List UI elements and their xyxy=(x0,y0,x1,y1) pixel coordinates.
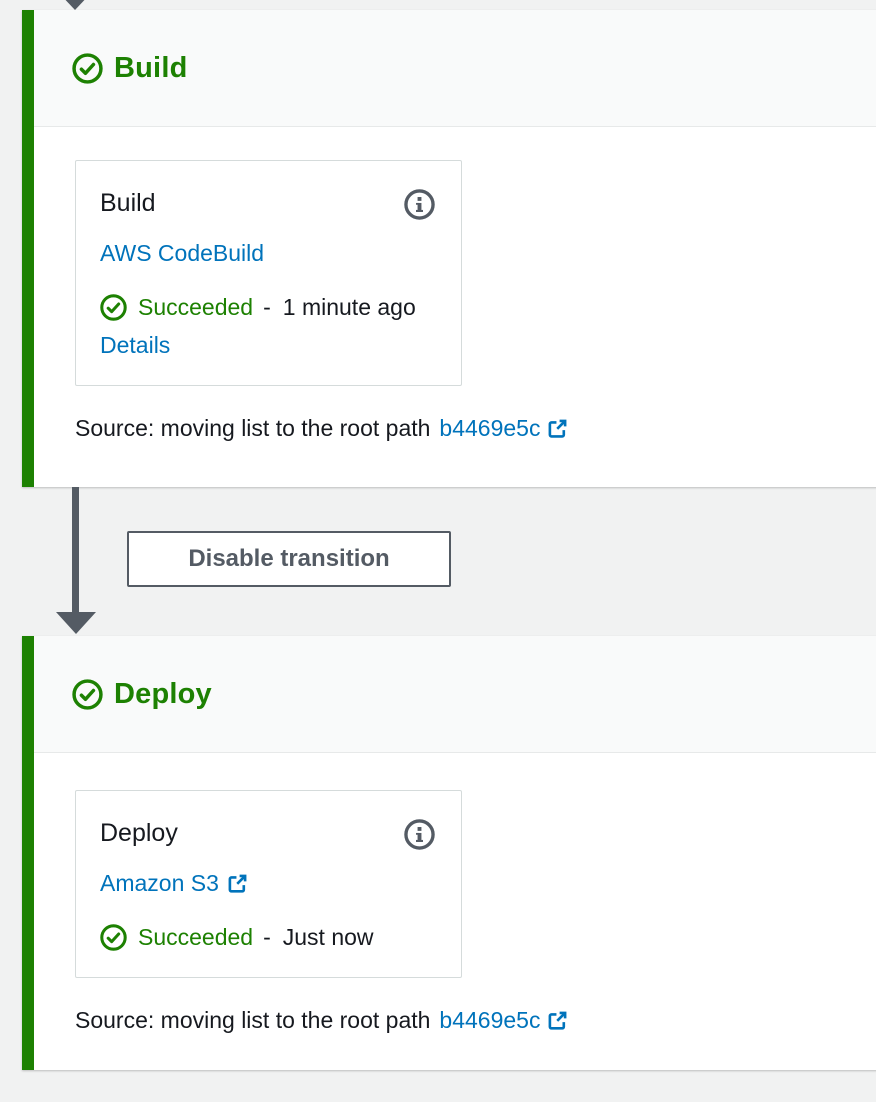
stage-body-build: Build AWS CodeBuild Succeeded - 1 minute… xyxy=(34,127,876,442)
info-icon[interactable] xyxy=(404,819,435,850)
source-revision-line: Source: moving list to the root path b44… xyxy=(75,415,876,442)
status-label: Succeeded xyxy=(138,294,254,320)
status-label: Succeeded xyxy=(138,924,254,950)
source-revision-line: Source: moving list to the root path b44… xyxy=(75,1007,876,1034)
status-time: Just now xyxy=(282,924,374,950)
provider-label: Amazon S3 xyxy=(100,870,219,896)
source-commit-link[interactable]: b4469e5c xyxy=(439,415,568,442)
info-icon[interactable] xyxy=(404,189,435,220)
stage-success-check-icon xyxy=(72,52,103,84)
stage-card-deploy: Deploy Deploy Amazon S3 Succeeded - Just… xyxy=(22,636,876,1070)
source-revision-text: Source: moving list to the root path xyxy=(75,415,431,441)
details-link[interactable]: Details xyxy=(100,332,171,358)
stage-title-build: Build xyxy=(114,51,188,84)
status-success-check-icon xyxy=(100,294,127,321)
disable-transition-button[interactable]: Disable transition xyxy=(127,531,451,587)
transition-arrow-line xyxy=(72,487,79,613)
source-commit-id: b4469e5c xyxy=(439,1007,541,1033)
stage-title-deploy: Deploy xyxy=(114,677,212,710)
stage-success-check-icon xyxy=(72,678,103,710)
stage-header-build: Build xyxy=(34,10,876,127)
action-card-build: Build AWS CodeBuild Succeeded - 1 minute… xyxy=(75,160,462,386)
external-link-icon xyxy=(549,1011,567,1030)
stage-card-build: Build Build AWS CodeBuild Succeeded - 1 … xyxy=(22,10,876,487)
action-card-deploy: Deploy Amazon S3 Succeeded - Just now xyxy=(75,790,462,978)
action-title-build: Build xyxy=(100,189,156,217)
transition-arrow-head-icon xyxy=(56,612,96,634)
source-revision-text: Source: moving list to the root path xyxy=(75,1007,431,1033)
status-separator: - xyxy=(263,294,271,320)
external-link-icon xyxy=(228,874,247,893)
status-success-check-icon xyxy=(100,924,127,951)
provider-link-aws-codebuild[interactable]: AWS CodeBuild xyxy=(100,240,265,266)
stage-body-deploy: Deploy Amazon S3 Succeeded - Just now So… xyxy=(34,753,876,1034)
provider-link-amazon-s3[interactable]: Amazon S3 xyxy=(100,870,248,897)
action-title-deploy: Deploy xyxy=(100,819,178,847)
status-separator: - xyxy=(263,924,271,950)
external-link-icon xyxy=(549,419,567,438)
action-status-row: Succeeded - 1 minute ago xyxy=(100,294,435,321)
status-time: 1 minute ago xyxy=(282,294,416,320)
source-commit-link[interactable]: b4469e5c xyxy=(439,1007,568,1034)
incoming-transition-arrow-icon xyxy=(58,0,92,10)
action-status-row: Succeeded - Just now xyxy=(100,924,435,951)
stage-header-deploy: Deploy xyxy=(34,636,876,753)
source-commit-id: b4469e5c xyxy=(439,415,541,441)
